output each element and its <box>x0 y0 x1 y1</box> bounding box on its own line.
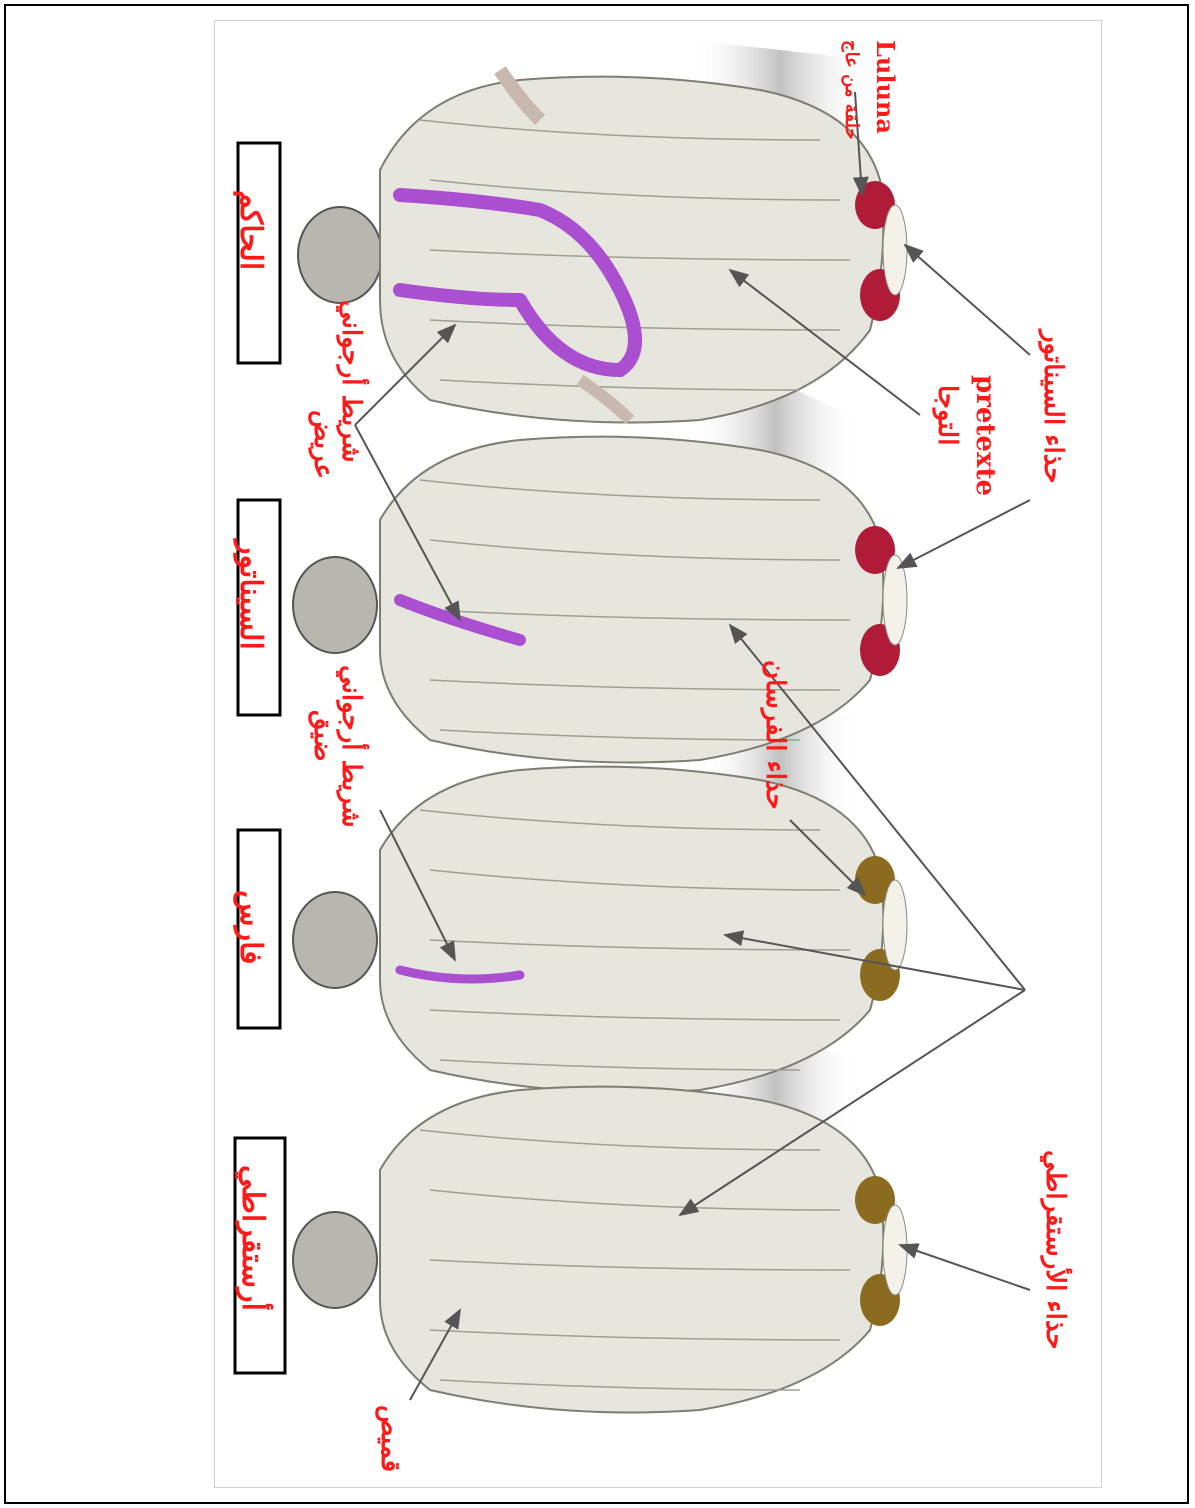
head <box>298 207 382 303</box>
label-ring: حلقة من عاج <box>841 40 862 140</box>
title-knight: فارس <box>233 890 268 965</box>
label-narrow-stripe-2: ضيق <box>308 710 338 762</box>
head <box>293 557 377 653</box>
toga-body <box>380 77 883 423</box>
label-praetexta: pretexte <box>970 375 1000 496</box>
pedestal <box>883 880 907 970</box>
label-luluna: Luluna <box>871 40 900 134</box>
title-senator: السيناتور <box>233 540 268 650</box>
pedestal <box>883 1205 907 1295</box>
figure-senator <box>293 437 907 763</box>
head <box>293 892 377 988</box>
pedestal <box>883 205 907 295</box>
head <box>293 1212 377 1308</box>
toga-body <box>380 437 883 763</box>
pedestal <box>883 555 907 645</box>
label-narrow-stripe-1: شريط أرجواني <box>336 665 366 828</box>
label-toga: التوجا <box>932 385 962 445</box>
label-wide-stripe-1: شريط أرجواني <box>336 300 366 463</box>
toga-body <box>380 1087 883 1413</box>
figure-knight <box>293 767 907 1093</box>
toga-body <box>380 767 883 1093</box>
title-governor: الحاكم <box>233 190 268 270</box>
label-wide-stripe-2: عريض <box>308 410 338 479</box>
figure-governor <box>298 70 907 423</box>
figure-aristocrat <box>293 1087 907 1413</box>
label-aristocrat-shoe: حذاء الأرستقراطي <box>1040 1150 1070 1350</box>
label-tunic: قميص <box>375 1405 405 1472</box>
title-aristocrat: أرستقراطي <box>235 1165 270 1311</box>
label-knight-shoe: حذاء الفرسان <box>760 660 790 810</box>
label-senator-shoe: حذاء السيناتور <box>1038 330 1068 483</box>
